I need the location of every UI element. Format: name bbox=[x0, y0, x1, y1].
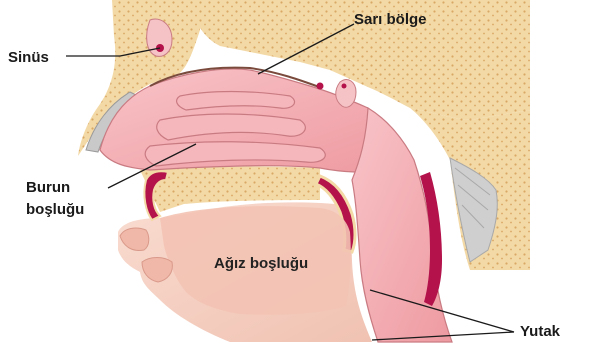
yutak-label: Yutak bbox=[520, 323, 561, 340]
bosluk-label: boşluğu bbox=[26, 201, 84, 218]
sari-bolge-label: Sarı bölge bbox=[354, 11, 427, 28]
sinus-label: Sinüs bbox=[8, 49, 49, 66]
burun-label: Burun bbox=[26, 179, 70, 196]
agiz-label: Ağız boşluğu bbox=[214, 255, 308, 272]
sphenoid-sinus bbox=[336, 80, 356, 108]
